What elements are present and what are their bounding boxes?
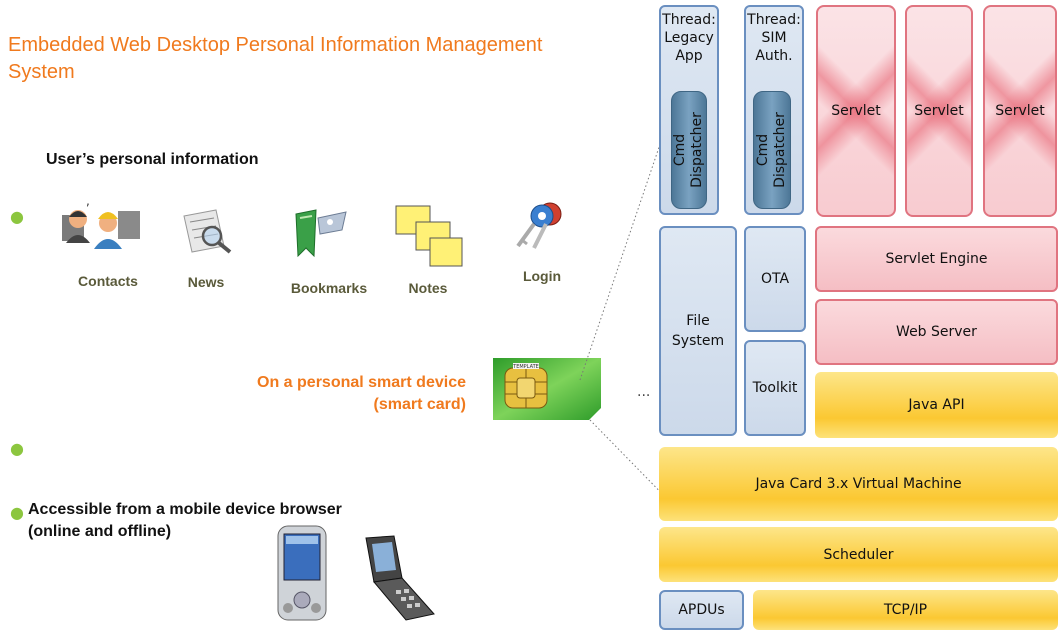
cmd-dispatcher-legacy: Cmd Dispatcher (671, 91, 707, 209)
thread-sim-line2: SIM (761, 30, 787, 46)
news-icon (183, 209, 232, 254)
apdus-label: APDUs (678, 602, 725, 618)
servlet-engine-box: Servlet Engine (815, 226, 1058, 292)
scheduler-label: Scheduler (823, 546, 894, 563)
personal-info-heading: User’s personal information (46, 151, 259, 168)
bullet-icon: ● (10, 207, 24, 226)
bookmarks-icon (295, 209, 347, 258)
file-system-line2: System (671, 333, 725, 349)
thread-legacy-line2: Legacy (664, 30, 714, 46)
login-keys-icon (516, 202, 562, 249)
java-api-label: Java API (908, 397, 965, 413)
toolkit-label: Toolkit (752, 380, 798, 396)
servlet-label-1: Servlet (831, 103, 881, 119)
connector-line-bottom (589, 419, 681, 513)
tcpip-label: TCP/IP (883, 602, 928, 618)
notes-icon (395, 205, 463, 267)
ota-box: OTA (744, 226, 806, 332)
java-api-box: Java API (815, 372, 1058, 438)
smart-device-line1: On a personal smart device (257, 374, 466, 391)
thread-sim-label: Thread: SIM Auth. (746, 11, 802, 65)
servlet-box-1: Servlet (816, 5, 896, 217)
smartcard-chip-label: TEMPLATE (512, 364, 539, 370)
thread-legacy-box: Thread: Legacy App Cmd Dispatcher (659, 5, 719, 215)
thread-sim-box: Thread: SIM Auth. Cmd Dispatcher (744, 5, 804, 215)
thread-legacy-label: Thread: Legacy App (661, 11, 717, 65)
servlet-label-3: Servlet (995, 103, 1045, 119)
servlet-box-2: Servlet (905, 5, 973, 217)
bullet-icon: ● (10, 439, 24, 458)
thread-legacy-line3: App (675, 48, 703, 64)
icon-label-contacts: Contacts (78, 273, 138, 289)
scheduler-box: Scheduler (659, 527, 1058, 582)
page-title: Embedded Web Desktop Personal Informatio… (8, 32, 608, 86)
contacts-icon: , (62, 194, 140, 249)
file-system-line1: File (686, 313, 710, 329)
pda-device-icon (277, 525, 327, 621)
icon-label-news: News (187, 274, 225, 290)
accessible-text: Accessible from a mobile device browser … (28, 499, 498, 543)
page-title-line: Embedded Web Desktop Personal Informatio… (8, 34, 543, 83)
cmd-dispatcher-sim: Cmd Dispatcher (753, 91, 791, 209)
jvm-label: Java Card 3.x Virtual Machine (755, 476, 962, 492)
cmd-dispatcher-line2: Dispatcher (689, 112, 705, 188)
icon-label-notes: Notes (408, 280, 448, 296)
thread-sim-line1: Thread: (747, 12, 801, 28)
servlet-box-3: Servlet (983, 5, 1057, 217)
servlet-engine-label: Servlet Engine (885, 251, 988, 267)
web-server-box: Web Server (815, 299, 1058, 365)
smart-device-text: On a personal smart device (smart card) (257, 372, 466, 416)
thread-legacy-line1: Thread: (662, 12, 716, 28)
ellipsis-text: ... (637, 384, 651, 400)
thread-sim-line3: Auth. (755, 48, 793, 64)
servlet-label-2: Servlet (914, 103, 964, 119)
smartcard-icon: TEMPLATE (493, 358, 601, 420)
cmd-dispatcher-line1: Cmd (755, 133, 771, 167)
tcpip-box: TCP/IP (753, 590, 1058, 630)
smart-device-line2: (smart card) (373, 396, 466, 413)
ota-label: OTA (760, 271, 790, 287)
web-server-label: Web Server (896, 324, 977, 340)
cmd-dispatcher-line2: Dispatcher (772, 112, 788, 188)
icon-label-bookmarks: Bookmarks (290, 280, 368, 296)
jvm-box: Java Card 3.x Virtual Machine (659, 447, 1058, 521)
bullet-icon: ● (10, 503, 24, 522)
accessible-line2: (online and offline) (28, 523, 172, 540)
icon-label-login: Login (522, 268, 562, 284)
accessible-line1: Accessible from a mobile device browser (28, 501, 342, 518)
cmd-dispatcher-line1: Cmd (672, 133, 688, 167)
flip-phone-icon (365, 535, 435, 621)
svg-text:,: , (86, 194, 90, 208)
apdus-box: APDUs (659, 590, 744, 630)
file-system-box: File System (659, 226, 737, 436)
toolkit-box: Toolkit (744, 340, 806, 436)
